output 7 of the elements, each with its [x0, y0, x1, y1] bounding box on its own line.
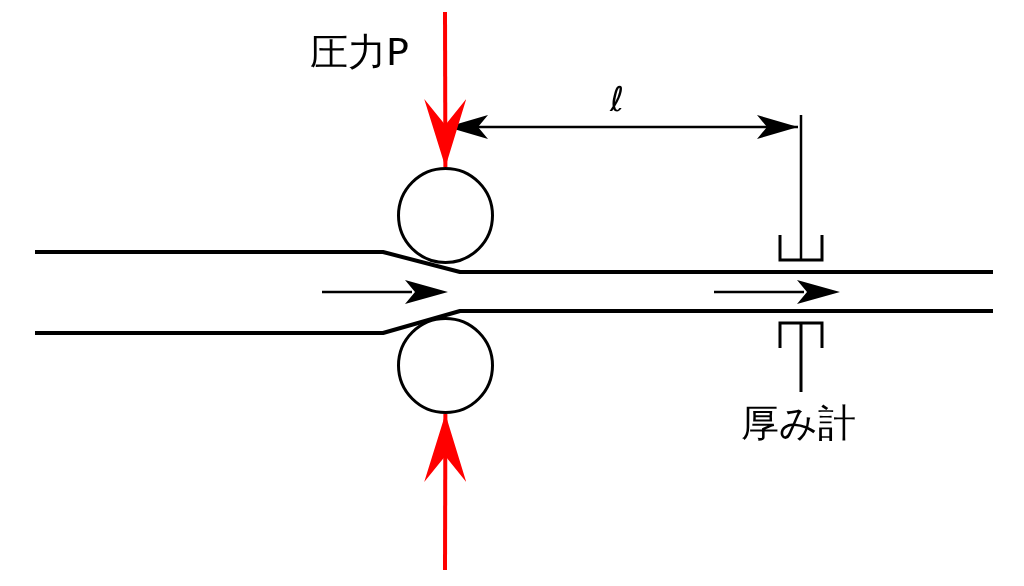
force-arrow	[424, 12, 467, 167]
gauge-label: 厚み計	[741, 404, 856, 442]
force-label: 圧力P	[310, 33, 409, 71]
lower-roll	[397, 317, 494, 414]
dimension-label: ℓ	[610, 82, 625, 116]
force-arrow	[424, 414, 467, 570]
upper-roll	[397, 167, 494, 264]
